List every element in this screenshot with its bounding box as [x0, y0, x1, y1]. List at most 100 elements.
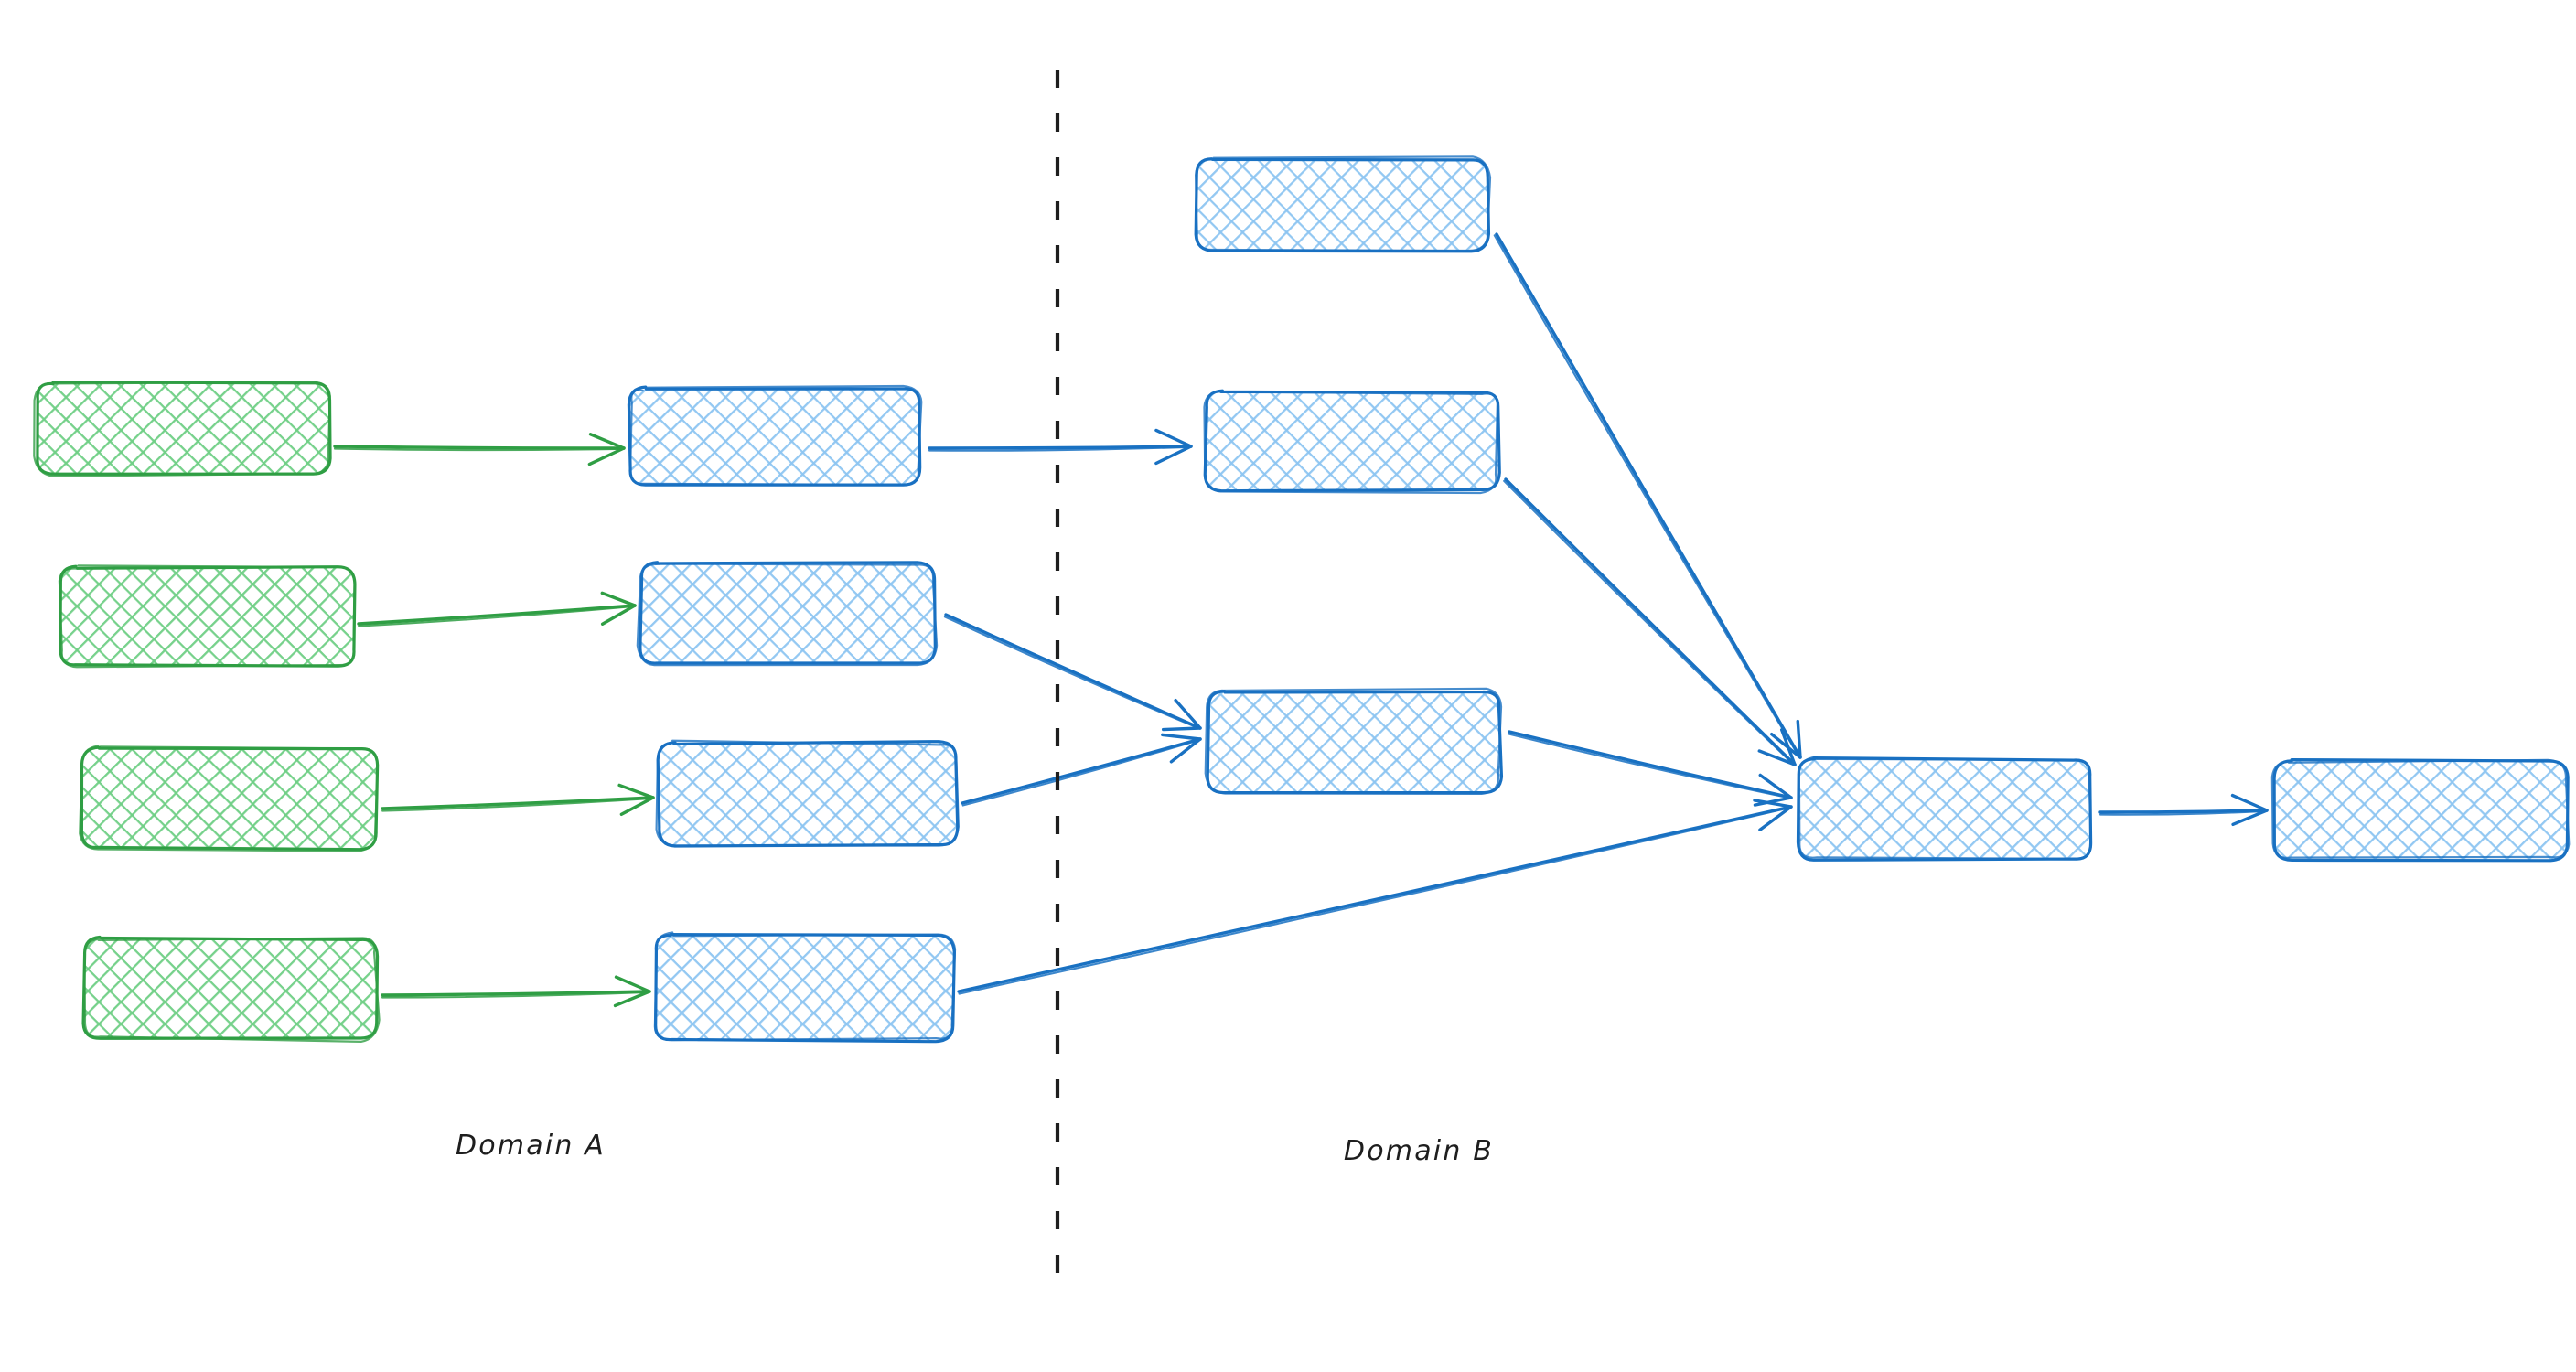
edge-a-mid-3-to-b-low[interactable] [961, 733, 1202, 807]
edge-arrowhead [2231, 809, 2269, 827]
edge-shaft [333, 447, 626, 452]
node-a-mid-1[interactable] [627, 384, 923, 487]
edge-a-src-1-to-a-mid-1[interactable] [333, 433, 626, 466]
edge-arrowhead [588, 433, 626, 450]
edge-arrowhead [1161, 733, 1202, 741]
edge-arrowhead [600, 604, 637, 626]
edge-b-top-to-b-merge[interactable] [1493, 232, 1802, 759]
node-fill [82, 748, 377, 849]
edge-arrowhead [613, 990, 651, 1008]
node-a-src-1[interactable] [33, 381, 332, 477]
edge-shaft [961, 737, 1202, 805]
edge-arrowhead [1174, 698, 1202, 730]
node-outline [33, 381, 331, 477]
edge-b-merge-to-b-out[interactable] [2098, 793, 2269, 827]
node-fill [60, 567, 355, 666]
node-fill [1798, 759, 2091, 860]
node-b-top[interactable] [1194, 155, 1492, 253]
node-a-mid-2[interactable] [636, 561, 939, 667]
edge-arrowhead [2230, 793, 2269, 812]
label-layer: Domain A Domain B [456, 1130, 1494, 1167]
edge-shaft [1503, 479, 1796, 766]
node-outline [83, 937, 381, 1043]
edge-arrowhead [1753, 796, 1793, 807]
edge-arrowhead [1154, 428, 1193, 448]
edge-shaft [1508, 733, 1792, 799]
edge-shaft [943, 616, 1201, 730]
edge-shaft [957, 805, 1793, 993]
node-outline [1204, 687, 1503, 795]
node-b-out[interactable] [2270, 757, 2571, 863]
node-a-src-4[interactable] [81, 935, 381, 1043]
node-b-low[interactable] [1204, 687, 1504, 795]
node-outline [628, 384, 923, 487]
edge-shaft [1495, 232, 1802, 759]
edge-shaft [958, 806, 1793, 995]
edge-shaft [961, 738, 1202, 807]
edge-shaft [357, 604, 637, 626]
edge-arrowhead [1161, 726, 1202, 732]
edge-layer [333, 232, 2269, 1008]
edge-shaft [928, 445, 1193, 452]
edge-shaft [2098, 809, 2269, 816]
edge-shaft [1504, 477, 1797, 766]
node-b-mid[interactable] [1203, 389, 1501, 495]
node-fill [1197, 159, 1487, 251]
node-outline [2270, 758, 2571, 859]
edge-arrowhead [1169, 737, 1202, 764]
edge-arrowhead [1758, 805, 1793, 831]
edge-b-low-to-b-merge[interactable] [1508, 730, 1793, 807]
node-fill [1208, 691, 1500, 792]
edge-shaft [1493, 234, 1801, 759]
edge-a-src-2-to-a-mid-2[interactable] [357, 591, 637, 627]
node-fill [2274, 761, 2567, 860]
edge-a-mid-4-to-b-merge[interactable] [957, 799, 1793, 995]
node-outline [636, 563, 939, 667]
edge-arrowhead [617, 783, 655, 799]
node-fill [659, 743, 957, 845]
node-fill [629, 388, 920, 485]
edge-arrowhead [1753, 799, 1793, 809]
edge-arrowhead [1796, 719, 1802, 759]
edge-shaft [381, 797, 655, 812]
node-outline [1203, 391, 1498, 495]
edge-a-src-4-to-a-mid-4[interactable] [381, 975, 651, 1008]
edge-arrowhead [1758, 773, 1793, 799]
node-b-merge[interactable] [1796, 756, 2093, 862]
label-domain-b: Domain B [1344, 1135, 1494, 1167]
edge-shaft [381, 991, 651, 999]
label-domain-a: Domain A [456, 1130, 606, 1162]
edge-shaft [381, 796, 655, 810]
node-outline [1195, 155, 1492, 252]
node-outline [79, 745, 379, 852]
edge-shaft [333, 445, 626, 450]
edge-shaft [1508, 730, 1793, 799]
node-a-src-3[interactable] [79, 745, 380, 852]
node-fill [640, 563, 935, 664]
node-outline [653, 931, 957, 1042]
edge-a-mid-2-to-b-low[interactable] [943, 613, 1202, 732]
node-outline [655, 739, 960, 847]
node-outline [58, 564, 356, 669]
edge-b-mid-to-b-merge[interactable] [1503, 477, 1797, 766]
edge-arrowhead [1757, 749, 1797, 766]
edge-arrowhead [1769, 732, 1802, 759]
edge-a-src-3-to-a-mid-3[interactable] [381, 783, 655, 816]
edge-arrowhead [1780, 728, 1797, 766]
edge-arrowhead [614, 975, 651, 993]
edge-shaft [928, 445, 1193, 450]
node-a-src-2[interactable] [58, 564, 357, 669]
edge-shaft [944, 613, 1202, 730]
node-a-mid-3[interactable] [655, 739, 960, 848]
node-outline [1798, 756, 2092, 860]
edge-shaft [358, 605, 637, 627]
node-layer [33, 155, 2571, 1044]
node-fill [84, 938, 377, 1039]
edge-shaft [381, 990, 651, 997]
node-fill [37, 382, 329, 474]
edge-shaft [2098, 809, 2269, 814]
edge-a-mid-1-to-b-mid[interactable] [928, 428, 1193, 466]
node-a-mid-4[interactable] [653, 931, 957, 1044]
